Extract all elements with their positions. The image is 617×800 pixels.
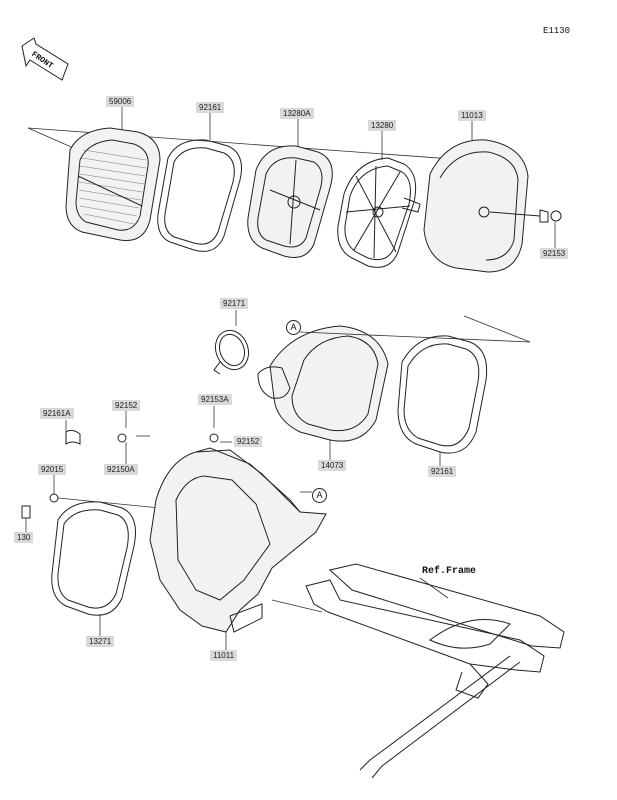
label-13271[interactable]: 13271: [86, 636, 115, 647]
label-130[interactable]: 130: [14, 532, 34, 543]
part-13271-shape: [51, 501, 136, 636]
label-92171[interactable]: 92171: [220, 298, 249, 309]
label-92152-b[interactable]: 92152: [234, 436, 263, 447]
label-11011[interactable]: 11011: [210, 650, 238, 661]
label-13280[interactable]: 13280: [368, 120, 397, 131]
part-13280-shape: [337, 157, 421, 268]
label-92150A[interactable]: 92150A: [104, 464, 138, 475]
part-11013-shape: [423, 139, 562, 273]
part-59006-shape: [65, 127, 161, 242]
frame-reference-shape: [305, 563, 565, 779]
label-14073[interactable]: 14073: [318, 460, 347, 471]
part-14073-shape: [257, 315, 531, 460]
label-92152-a[interactable]: 92152: [112, 400, 141, 411]
callout-a-top: A: [286, 320, 301, 335]
label-92161A[interactable]: 92161A: [40, 408, 74, 419]
label-59006[interactable]: 59006: [106, 96, 135, 107]
part-92171-shape: [213, 310, 250, 375]
part-11011-shape: [149, 447, 327, 650]
label-92153[interactable]: 92153: [540, 248, 569, 259]
callout-a-bottom: A: [312, 488, 327, 503]
hardware-small-parts: [21, 406, 232, 532]
label-92161-mid[interactable]: 92161: [428, 466, 457, 477]
label-13280A[interactable]: 13280A: [280, 108, 314, 119]
part-92161-mid-shape: [397, 335, 488, 466]
ref-frame-label: Ref.Frame: [422, 566, 477, 577]
diagram-code: E1130: [543, 26, 571, 36]
label-92153A[interactable]: 92153A: [198, 394, 232, 405]
part-92161-top-shape: [157, 139, 242, 252]
label-11013[interactable]: 11013: [458, 110, 486, 121]
label-92161-top[interactable]: 92161: [196, 102, 225, 113]
part-13280A-shape: [247, 145, 333, 258]
front-arrow-icon: [21, 37, 69, 81]
label-92015[interactable]: 92015: [38, 464, 67, 475]
